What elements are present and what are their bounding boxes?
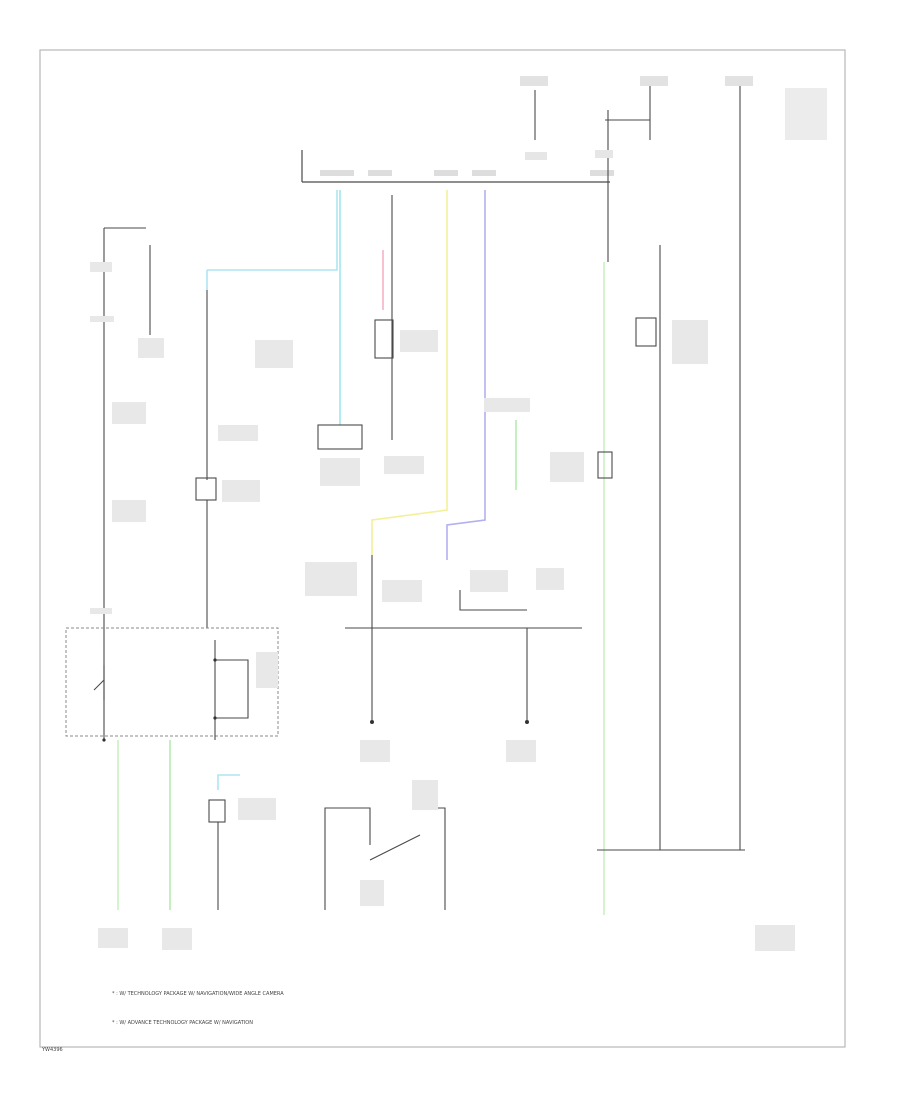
footer-code: YW4396 [41, 1047, 63, 1053]
ground-symbols [102, 658, 529, 742]
mid-wires [195, 195, 745, 851]
note-2: * : W/ ADVANCE TECHNOLOGY PACKAGE W/ NAV… [112, 1020, 253, 1026]
component-labels [90, 262, 795, 951]
left-column-wires [103, 227, 151, 740]
diagram-frame [39, 49, 846, 1048]
top-connector-labels [320, 170, 614, 176]
top-bus [301, 150, 610, 183]
module-box [65, 627, 279, 737]
module-internals [93, 640, 249, 740]
fuse-feeds [534, 85, 741, 262]
colored-wires [117, 190, 605, 915]
note-1: * : W/ TECHNOLOGY PACKAGE W/ NAVIGATION/… [112, 991, 284, 997]
fuse-labels [520, 76, 827, 160]
